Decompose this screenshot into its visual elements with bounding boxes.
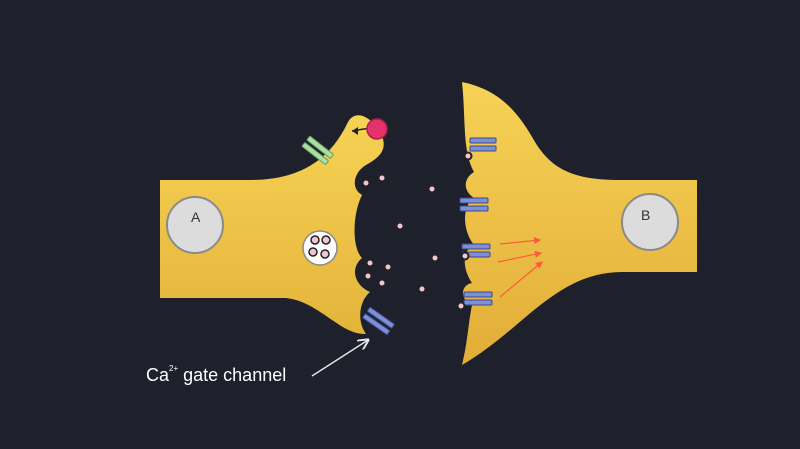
transporter-channel (301, 135, 334, 165)
neurotransmitters (361, 151, 473, 311)
caption-superscript: 2+ (169, 364, 178, 373)
ca-gate-channel (362, 306, 395, 336)
neuron-b-label: B (641, 207, 650, 223)
nucleus-b (621, 193, 679, 251)
signal-arrows (497, 237, 543, 298)
pointer-arrow (311, 340, 368, 377)
receptor-2 (459, 197, 489, 212)
nucleus-a (166, 196, 224, 254)
caption-suffix: gate channel (178, 365, 286, 385)
neuron-a-label: A (191, 209, 201, 225)
receptor-4 (463, 291, 493, 306)
ca-gate-channel-caption: Ca2+ gate channel (146, 364, 286, 385)
postsynaptic-neuron-b (462, 82, 697, 365)
synaptic-vesicle (302, 230, 338, 266)
caption-prefix: Ca (146, 365, 170, 385)
ion-pump (351, 118, 405, 140)
receptor-1 (469, 137, 497, 152)
presynaptic-neuron-a (160, 115, 384, 335)
